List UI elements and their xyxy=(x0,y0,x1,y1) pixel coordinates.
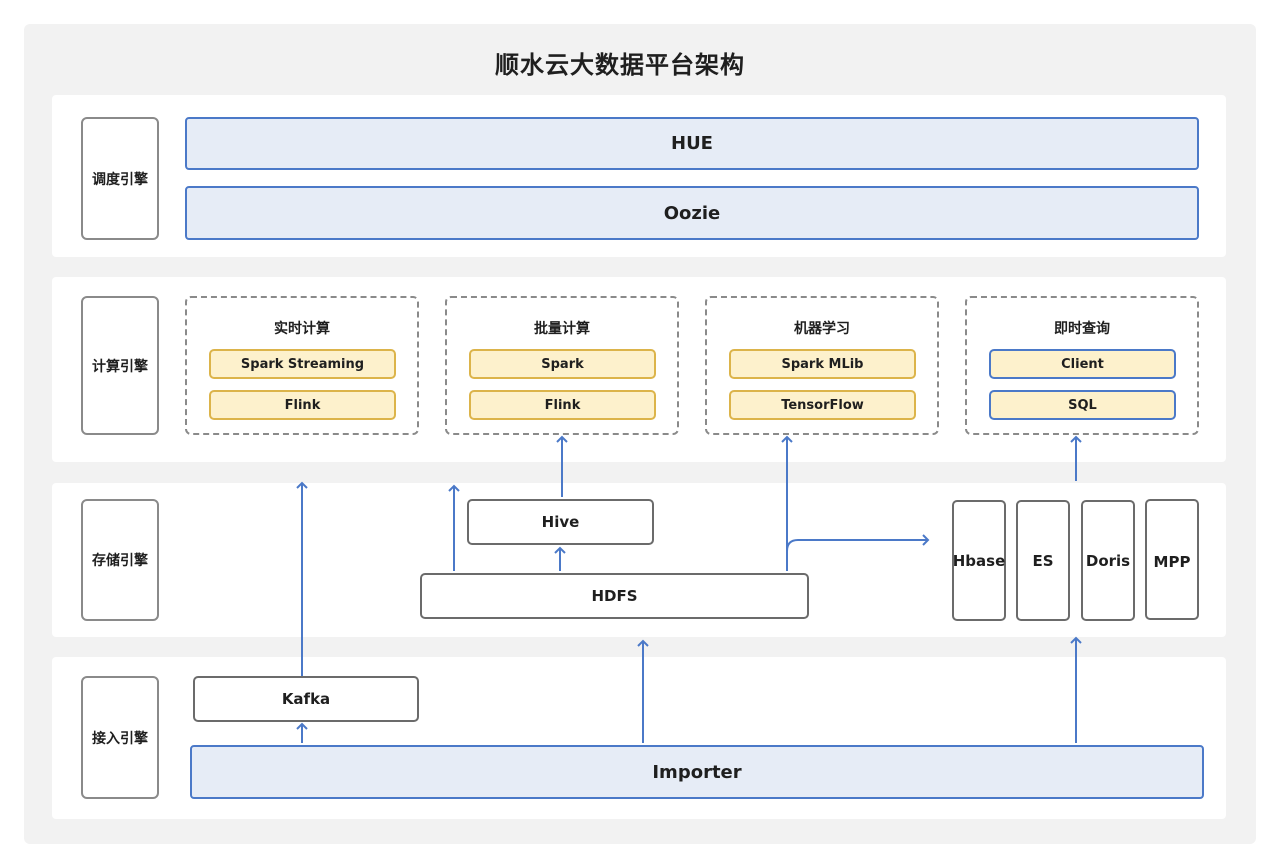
hive-node: Hive xyxy=(467,499,654,545)
chip-flink: Flink xyxy=(209,390,396,420)
label-storage-engine: 存储引擎 xyxy=(81,499,159,621)
importer-bar: Importer xyxy=(190,745,1204,799)
label-schedule-engine: 调度引擎 xyxy=(81,117,159,240)
kafka-node: Kafka xyxy=(193,676,419,722)
hdfs-node: HDFS xyxy=(420,573,809,619)
chip-spark-mlib: Spark MLib xyxy=(729,349,916,379)
store-mpp: MPP xyxy=(1145,499,1199,620)
group-realtime: 实时计算 Spark Streaming Flink xyxy=(185,296,419,435)
label-compute-engine: 计算引擎 xyxy=(81,296,159,435)
group-batch: 批量计算 Spark Flink xyxy=(445,296,679,435)
group-title: 批量计算 xyxy=(534,321,590,337)
chip-flink: Flink xyxy=(469,390,656,420)
group-title: 实时计算 xyxy=(274,321,330,337)
group-title: 机器学习 xyxy=(794,321,850,337)
store-doris: Doris xyxy=(1081,500,1135,621)
hue-bar: HUE xyxy=(185,117,1199,170)
chip-client: Client xyxy=(989,349,1176,379)
chip-spark: Spark xyxy=(469,349,656,379)
group-title: 即时查询 xyxy=(1054,321,1110,337)
oozie-bar: Oozie xyxy=(185,186,1199,240)
label-ingest-engine: 接入引擎 xyxy=(81,676,159,799)
chip-spark-streaming: Spark Streaming xyxy=(209,349,396,379)
group-adhoc-query: 即时查询 Client SQL xyxy=(965,296,1199,435)
diagram-title: 顺水云大数据平台架构 xyxy=(495,51,745,79)
chip-tensorflow: TensorFlow xyxy=(729,390,916,420)
group-ml: 机器学习 Spark MLib TensorFlow xyxy=(705,296,939,435)
store-es: ES xyxy=(1016,500,1070,621)
chip-sql: SQL xyxy=(989,390,1176,420)
store-hbase: Hbase xyxy=(952,500,1006,621)
